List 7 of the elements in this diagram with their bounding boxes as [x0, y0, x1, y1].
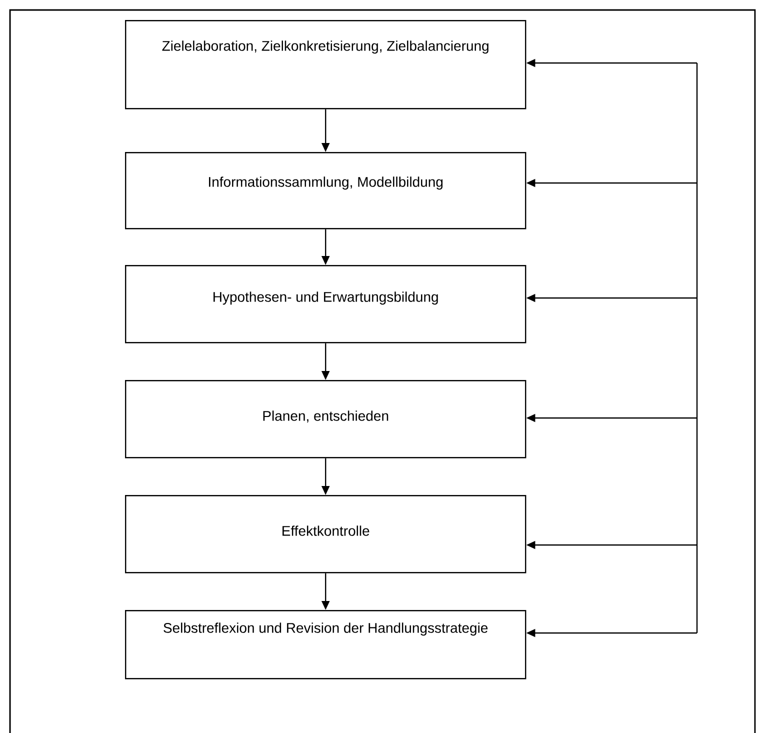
process-box: Zielelaboration, Zielkonkretisierung, Zielbalancierung: [125, 20, 526, 110]
process-box: Effektkontrolle: [125, 495, 526, 574]
process-box: Hypothesen- und Erwartungsbildung: [125, 265, 526, 344]
process-box: Informationssammlung, Modellbildung: [125, 152, 526, 230]
feedback-line: [696, 63, 698, 633]
process-box: Planen, entschieden: [125, 380, 526, 458]
process-box: Selbstreflexion und Revision der Handlungsstrategie: [125, 610, 526, 680]
